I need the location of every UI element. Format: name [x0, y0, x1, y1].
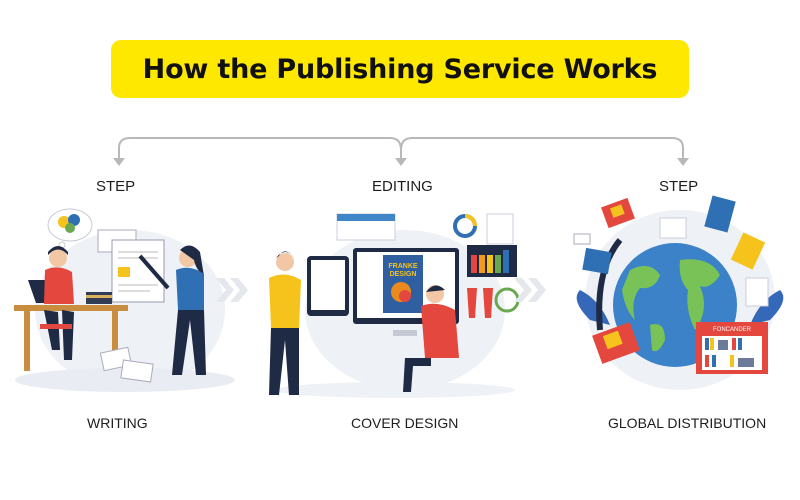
double-chevron-right-icon	[514, 278, 546, 302]
step-1-caption: WRITING	[87, 415, 148, 431]
arrow-down-icon	[677, 158, 689, 166]
page-title: How the Publishing Service Works	[142, 53, 658, 85]
bookstore-sign: FONCANDER	[713, 327, 752, 333]
step-1-label: STEP	[96, 178, 136, 195]
book-cover-title: FRANKE	[388, 263, 417, 270]
double-chevron-right-icon	[216, 278, 248, 302]
writing-scene	[14, 208, 235, 392]
svg-text:DESIGN: DESIGN	[390, 271, 417, 278]
global-distribution-scene: FONCANDER	[573, 195, 784, 390]
arrow-down-icon	[395, 158, 407, 166]
step-3-caption: GLOBAL DISTRIBUTION	[608, 415, 767, 431]
step-2-label: EDITING	[372, 178, 433, 195]
step-2-caption: COVER DESIGN	[351, 415, 459, 431]
title-banner: How the Publishing Service Works	[111, 40, 689, 98]
arrow-down-icon	[113, 158, 125, 166]
flow-connector	[113, 137, 689, 166]
cover-design-scene: FRANKE DESIGN	[269, 213, 520, 398]
step-3-label: STEP	[659, 178, 699, 195]
